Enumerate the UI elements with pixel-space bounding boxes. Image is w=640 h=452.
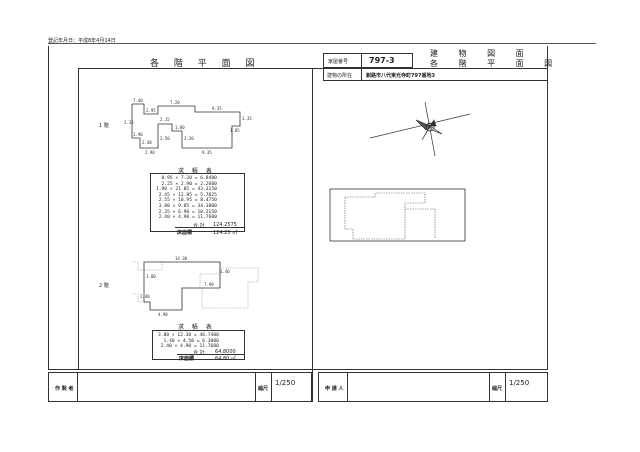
area-row: 0.95 × 7.20 = 6.8400 [161, 176, 217, 181]
dim: 14.30 [175, 256, 188, 261]
floor1-plan: 7.40 2.95 7.20 9.35 3.35 1.85 2.15 1.80 … [124, 98, 252, 155]
area-row: 2.35 × 6.90 = 10.2150 [158, 209, 217, 215]
dim: 9.35 [202, 150, 212, 155]
house-number-box: 家屋番号 797-3 [323, 53, 413, 68]
dim: 2.35 [124, 120, 134, 125]
dim: 2.40 [142, 140, 152, 145]
floor-area: 124.25 ㎡ [213, 230, 238, 236]
site-plan [329, 188, 466, 242]
total-label: 合 計 [193, 350, 205, 356]
dim: 2.50 [160, 136, 170, 141]
floor2-area-table: 3.80 × 12.30 = 46.7400 1.40 × 4.50 = 6.3… [152, 330, 245, 362]
dim: 1.80 [175, 125, 185, 130]
area-row: 3.80 × 9.05 = 34.3800 [158, 203, 217, 209]
floor2-plan: 14.30 3.80 1.40 7.90 2.40 4.90 [132, 256, 259, 317]
area-row: 2.45 × 12.85 = 5.7825 [158, 192, 217, 198]
top-rule [48, 43, 596, 44]
page-title: 各 階 平 面 図 [150, 59, 261, 69]
dim: 2.40 [140, 294, 150, 299]
applicant-box: 申 請 人 縮尺 1/250 [318, 372, 548, 402]
house-number-label: 家屋番号 [328, 59, 349, 65]
total-label: 合 計 [193, 223, 205, 229]
dim: 3.35 [242, 116, 252, 121]
dim: 3.80 [146, 274, 156, 279]
floor2-label: 2 階 [99, 283, 109, 289]
applicant-label: 申 請 人 [325, 386, 344, 392]
area-row: 1.90 × 21.85 = 43.3150 [156, 187, 217, 193]
area-row: 2.40 × 4.90 = 11.7600 [158, 215, 217, 221]
maker-box: 作 製 者 縮尺 1/250 [48, 372, 312, 402]
scale-label: 縮尺 [492, 386, 503, 392]
scale-label: 縮尺 [258, 386, 269, 392]
doc-title-2: 各 階 平 面 図 [430, 59, 562, 68]
dim: 1.90 [133, 132, 143, 137]
area-row: 2.25 × 2.90 = 2.2600 [161, 181, 217, 187]
area-row: 1.40 × 4.50 = 6.3000 [163, 338, 219, 344]
floor-area-label: 床面積 [177, 230, 193, 236]
dim: 9.35 [212, 106, 222, 111]
area-row: 2.55 × 10.95 = 8.4750 [158, 198, 217, 204]
scale-value: 1/250 [509, 379, 530, 387]
doc-title-1: 建 物 図 面 [430, 49, 533, 58]
scale-value: 1/250 [275, 379, 296, 387]
dim: 7.20 [170, 100, 180, 105]
area-row: 3.80 × 12.30 = 46.7400 [158, 333, 219, 338]
total: 124.2575 [213, 222, 237, 228]
location: 釧路市八代東光寺町797番地3 [366, 73, 435, 79]
sheet-frame [48, 46, 548, 370]
compass-rose-icon [369, 101, 471, 157]
floor1-area-table: 0.95 × 7.20 = 6.8400 2.25 × 2.90 = 2.260… [150, 173, 245, 236]
dim: 2.15 [160, 117, 170, 122]
location-label: 建物の所在 [327, 73, 353, 79]
divider [312, 68, 313, 402]
floor-area-label: 床面積 [179, 356, 195, 362]
dim: 4.90 [158, 312, 168, 317]
area-row: 2.40 × 4.90 = 11.7600 [160, 344, 219, 350]
registration-date: 登記年月日：平成8年4月14日 [48, 38, 116, 44]
floor1-table-title: 求 積 表 [178, 168, 215, 175]
dim: 1.40 [220, 269, 230, 274]
dim: 2.90 [145, 150, 155, 155]
dim: 7.40 [133, 98, 143, 103]
dim: 7.90 [204, 282, 214, 287]
floor1-label: 1 階 [99, 123, 109, 129]
drawing-frame [78, 68, 548, 370]
total: 64.8000 [215, 349, 236, 355]
dim: 2.95 [146, 108, 156, 113]
dim: 3.20 [184, 136, 194, 141]
maker-label: 作 製 者 [55, 386, 74, 392]
house-number: 797-3 [369, 56, 395, 65]
dim: 1.85 [230, 128, 240, 133]
floor2-table-title: 求 積 表 [178, 324, 215, 331]
floor-area: 64.80 ㎡ [215, 356, 236, 362]
